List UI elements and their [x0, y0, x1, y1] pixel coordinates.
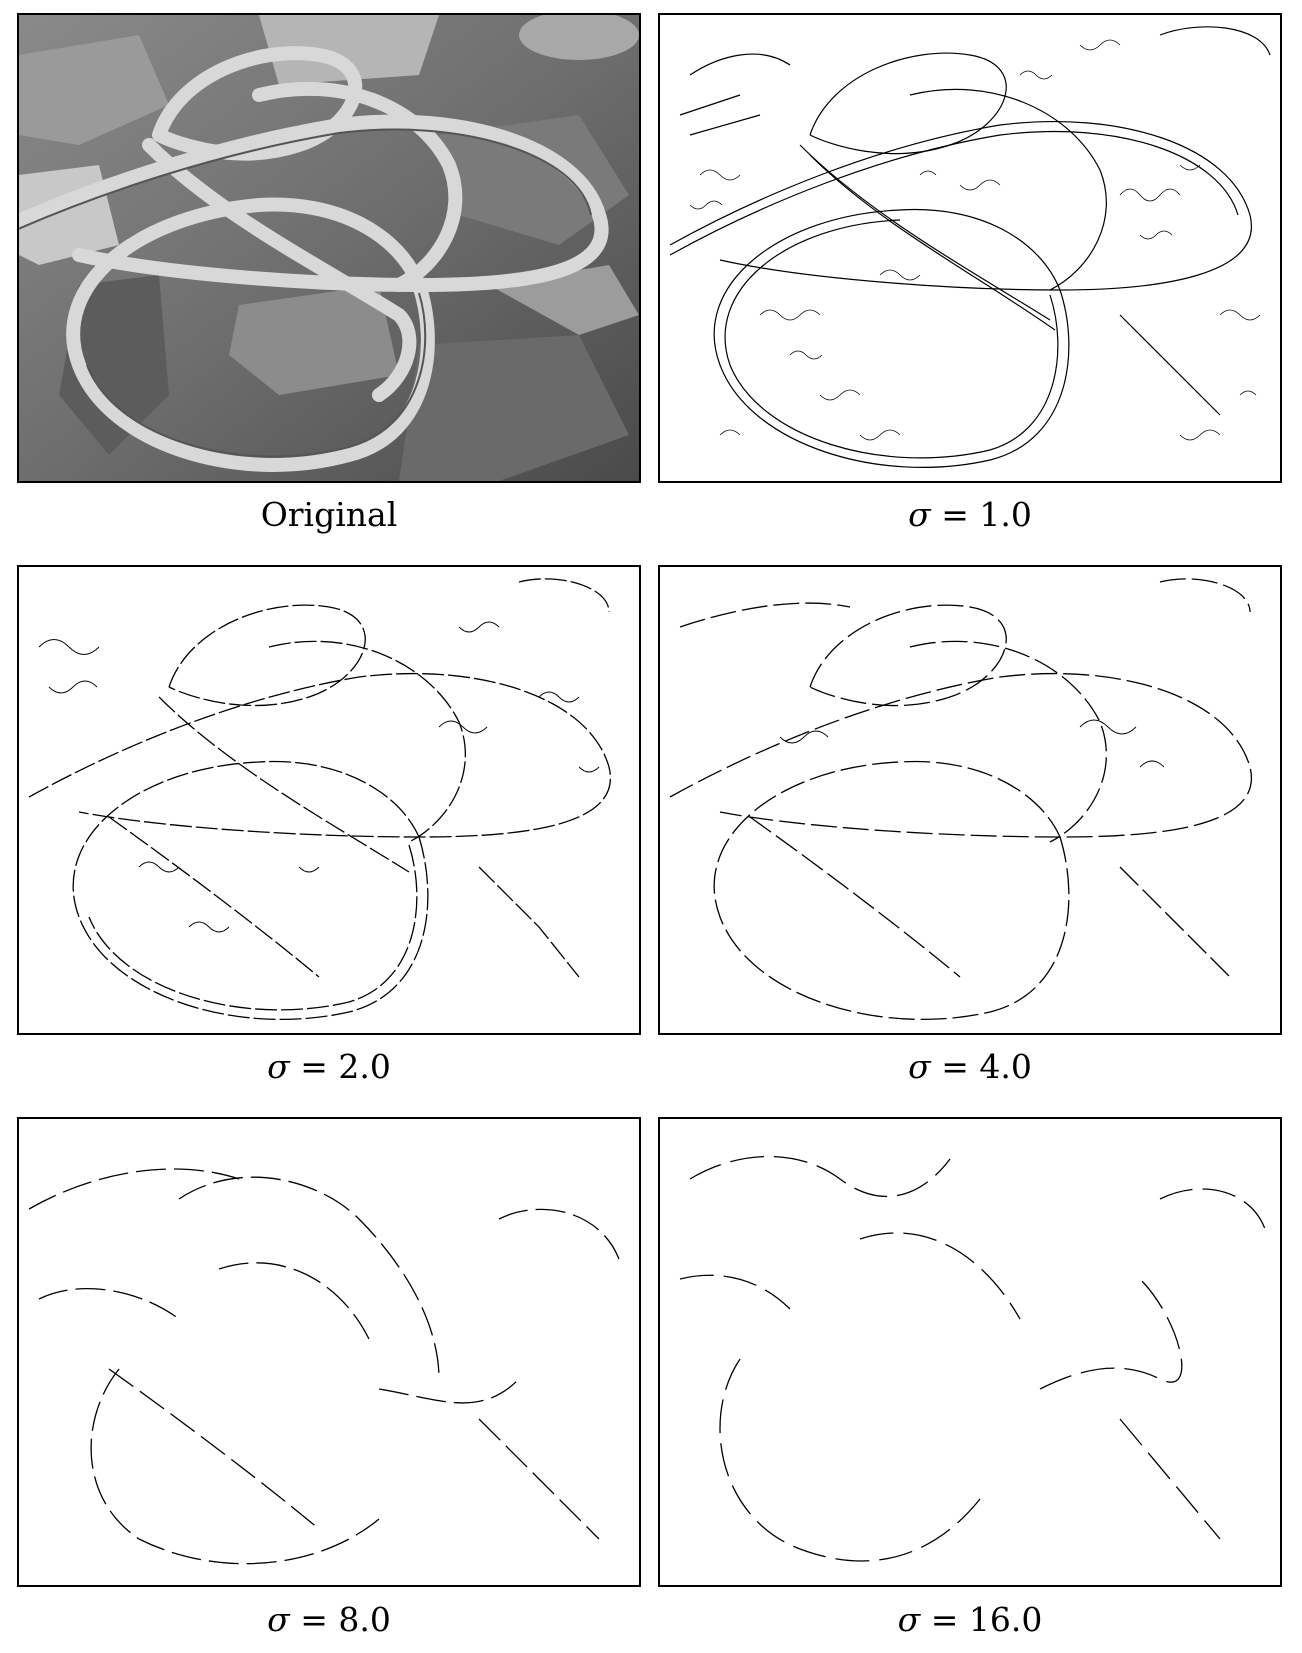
edge-map: [679, 1155, 1266, 1562]
caption-text: Original: [260, 495, 398, 534]
edge-map: [669, 578, 1253, 1021]
hose: [66, 197, 435, 472]
caption-sigma-8: σ = 8.0: [17, 1600, 641, 1640]
caption-sigma-4: σ = 4.0: [658, 1047, 1282, 1087]
edge-map-sigma-2: [17, 565, 641, 1035]
original-image-panel: [17, 13, 641, 483]
edge-map: [669, 26, 1271, 468]
caption-sigma-2: σ = 2.0: [17, 1047, 641, 1087]
caption-symbol: σ: [267, 1600, 290, 1639]
caption-text: = 1.0: [930, 495, 1032, 534]
caption-sigma-1: σ = 1.0: [658, 495, 1282, 535]
caption-text: = 4.0: [930, 1047, 1032, 1086]
hose: [252, 81, 463, 292]
edge-map-sigma-4: [658, 565, 1282, 1035]
caption-symbol: σ: [908, 495, 931, 534]
caption-sigma-16: σ = 16.0: [658, 1600, 1282, 1640]
caption-symbol: σ: [897, 1600, 921, 1639]
stone: [229, 285, 399, 395]
edge-map-sigma-1: [658, 13, 1282, 483]
pot: [519, 15, 639, 60]
caption-symbol: σ: [908, 1047, 931, 1086]
caption-symbol: σ: [267, 1047, 290, 1086]
caption-text: = 8.0: [289, 1600, 391, 1639]
edge-map-sigma-16: [658, 1117, 1282, 1587]
stone: [439, 115, 629, 245]
hose: [142, 138, 417, 402]
caption-text: = 2.0: [289, 1047, 391, 1086]
edge-map-sigma-8: [17, 1117, 641, 1587]
edge-map: [28, 1168, 620, 1565]
stone: [259, 15, 439, 85]
stone: [59, 275, 169, 455]
caption-text: = 16.0: [920, 1600, 1043, 1639]
caption-original: Original: [17, 495, 641, 535]
edge-map: [28, 578, 612, 1021]
stone: [399, 335, 629, 481]
stone: [19, 35, 169, 145]
original-photo: [19, 15, 639, 481]
